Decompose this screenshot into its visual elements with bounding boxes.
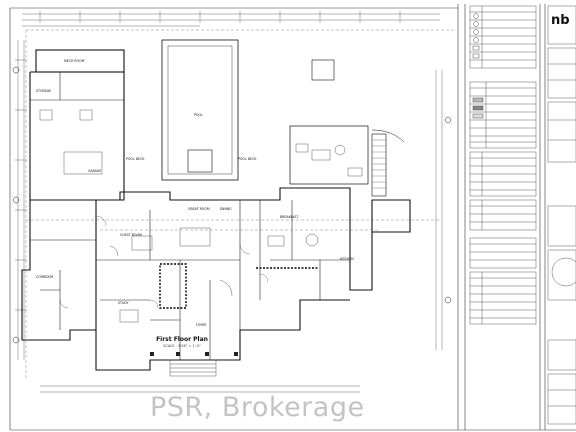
door-swings: [59, 215, 269, 309]
watermark: PSR, Brokerage: [150, 392, 365, 423]
room-label: DINING: [220, 207, 232, 211]
section-markers: [12, 66, 452, 344]
room-label: GUEST ROOM: [120, 233, 142, 237]
room-label: POOL: [194, 113, 203, 117]
room-label: CORRIDOR: [36, 275, 54, 279]
logo: nb: [551, 13, 570, 28]
legend-symbols: [472, 13, 484, 119]
porch-columns: [150, 352, 238, 356]
hidden-lines: [25, 29, 456, 380]
room-label: GREAT ROOM: [188, 207, 210, 211]
furniture: [39, 109, 363, 323]
room-label: BREAKFAST: [280, 215, 298, 219]
stair-treads: [372, 139, 386, 189]
beam-lines: [159, 263, 318, 309]
sheet-border: [9, 4, 576, 431]
interior-walls: [30, 72, 350, 360]
drawing-scale: SCALE : 3/16" = 1'-0": [163, 344, 201, 348]
drawing-title: First Floor Plan: [156, 336, 208, 343]
title-block: [547, 5, 576, 425]
room-label: POOL DECK: [126, 157, 145, 161]
room-label: KITCHEN: [340, 257, 354, 261]
room-label: POOL DECK: [238, 157, 257, 161]
legend-panel: [469, 5, 537, 325]
room-label: STORAGE: [36, 89, 51, 93]
dimension-lines: [17, 13, 443, 393]
room-label: STUDY: [118, 301, 129, 305]
dimension-ticks: [15, 11, 401, 311]
room-label: GARAGE: [88, 169, 101, 173]
room-labels: MECH ROOM STORAGE GARAGE POOL DECK POOL …: [36, 59, 354, 327]
exterior-walls: [21, 39, 411, 371]
room-label: MECH ROOM: [64, 59, 85, 63]
room-label: FOYER: [196, 323, 207, 327]
front-steps: [169, 359, 217, 377]
